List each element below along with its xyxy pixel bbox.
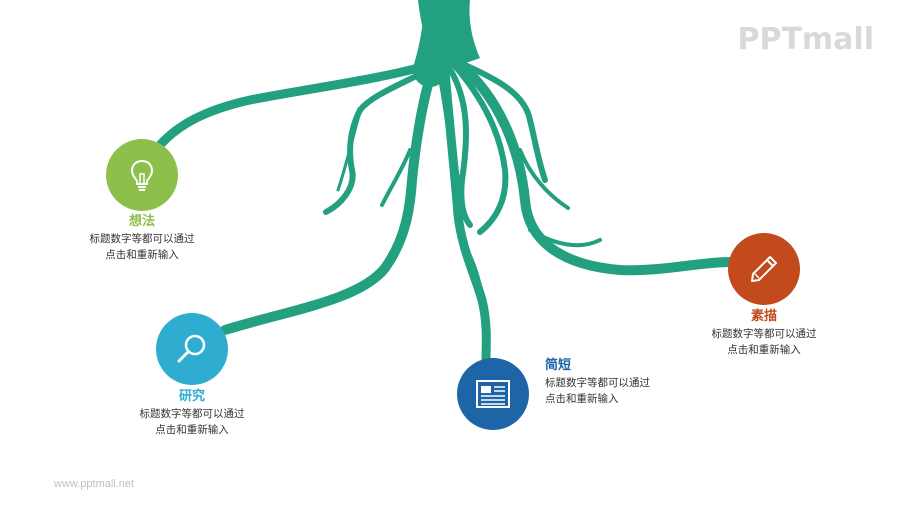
magnifier-icon (177, 334, 206, 363)
research-title: 研究 (178, 389, 205, 404)
footer-url: www.pptmall.net (54, 478, 135, 490)
brief-title: 简短 (545, 358, 572, 373)
research-desc-line1: 标题数字等都可以通过 (139, 408, 245, 420)
brief-desc-line2: 点击和重新输入 (545, 393, 619, 405)
idea-desc-line1: 标题数字等都可以通过 (89, 233, 195, 245)
brand-logo: PPTmall (737, 22, 874, 57)
sketch-title: 素描 (750, 309, 777, 324)
idea-desc-line2: 点击和重新输入 (105, 249, 179, 261)
brief-desc-line1: 标题数字等都可以通过 (545, 377, 650, 389)
research-desc-line2: 点击和重新输入 (155, 424, 229, 436)
brief-node[interactable] (457, 358, 529, 430)
lightbulb-icon (130, 159, 154, 191)
sketch-node[interactable] (728, 233, 800, 305)
research-node[interactable] (156, 313, 228, 385)
document-icon (476, 380, 510, 408)
sketch-desc-line1: 标题数字等都可以通过 (711, 328, 817, 340)
idea-node[interactable] (106, 139, 178, 211)
root-strokes (155, 0, 735, 365)
idea-title: 想法 (128, 214, 155, 229)
pencil-icon (751, 256, 777, 282)
sketch-desc-line2: 点击和重新输入 (727, 344, 801, 356)
